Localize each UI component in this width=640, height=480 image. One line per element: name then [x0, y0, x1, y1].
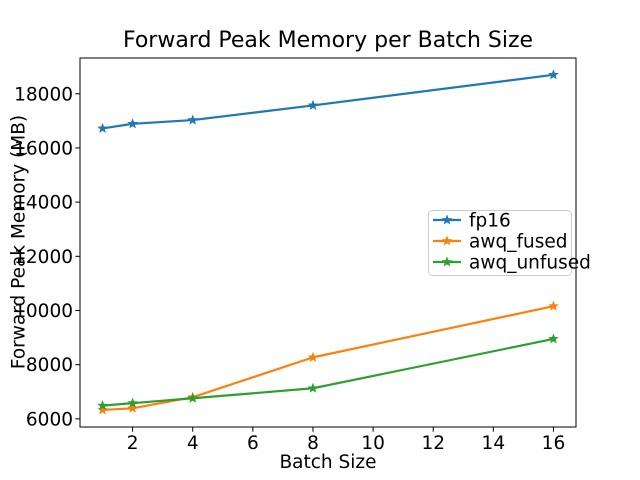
x-tick-label: 16: [542, 433, 566, 454]
x-tick-label: 10: [361, 433, 385, 454]
y-tick-label: 16000: [14, 138, 73, 159]
x-tick-label: 14: [482, 433, 506, 454]
x-tick-label: 4: [187, 433, 199, 454]
series-marker-awq_unfused: [307, 382, 319, 393]
series-marker-fp16: [307, 99, 319, 110]
legend-marker: [441, 235, 453, 246]
y-tick-label: 10000: [14, 301, 73, 322]
series-marker-awq_unfused: [127, 397, 138, 408]
x-tick-label: 12: [421, 433, 445, 454]
series-marker-awq_fused: [97, 404, 108, 415]
legend-label-fp16: fp16: [469, 211, 511, 232]
legend-marker: [441, 256, 453, 267]
legend-label-awq_fused: awq_fused: [469, 232, 567, 253]
x-tick-label: 6: [247, 433, 259, 454]
y-tick-label: 6000: [26, 409, 73, 430]
y-tick-label: 14000: [14, 193, 73, 214]
x-axis-label: Batch Size: [279, 452, 377, 473]
series-marker-awq_fused: [307, 351, 319, 362]
y-tick-label: 18000: [14, 84, 73, 105]
legend-marker: [441, 214, 453, 225]
y-tick-label: 12000: [14, 247, 73, 268]
series-marker-awq_unfused: [548, 333, 559, 344]
series-line-awq_fused: [101, 305, 555, 412]
series-line-fp16: [101, 73, 555, 130]
x-tick-label: 2: [127, 433, 139, 454]
series-marker-awq_fused: [127, 402, 138, 413]
series-marker-fp16: [187, 114, 199, 125]
chart-title: Forward Peak Memory per Batch Size: [122, 28, 534, 53]
series-marker-awq_unfused: [97, 400, 108, 411]
legend-box: [428, 210, 572, 276]
series-marker-awq_unfused: [187, 392, 199, 403]
legend-label-awq_unfused: awq_unfused: [469, 253, 591, 274]
series-marker-awq_fused: [548, 300, 559, 311]
series-marker-fp16: [548, 69, 559, 80]
series-marker-fp16: [127, 118, 138, 129]
axes-spines: [79, 57, 577, 428]
series-line-awq_unfused: [101, 337, 555, 407]
x-tick-label: 8: [307, 433, 319, 454]
y-tick-label: 8000: [26, 355, 73, 376]
series-marker-fp16: [97, 122, 108, 133]
